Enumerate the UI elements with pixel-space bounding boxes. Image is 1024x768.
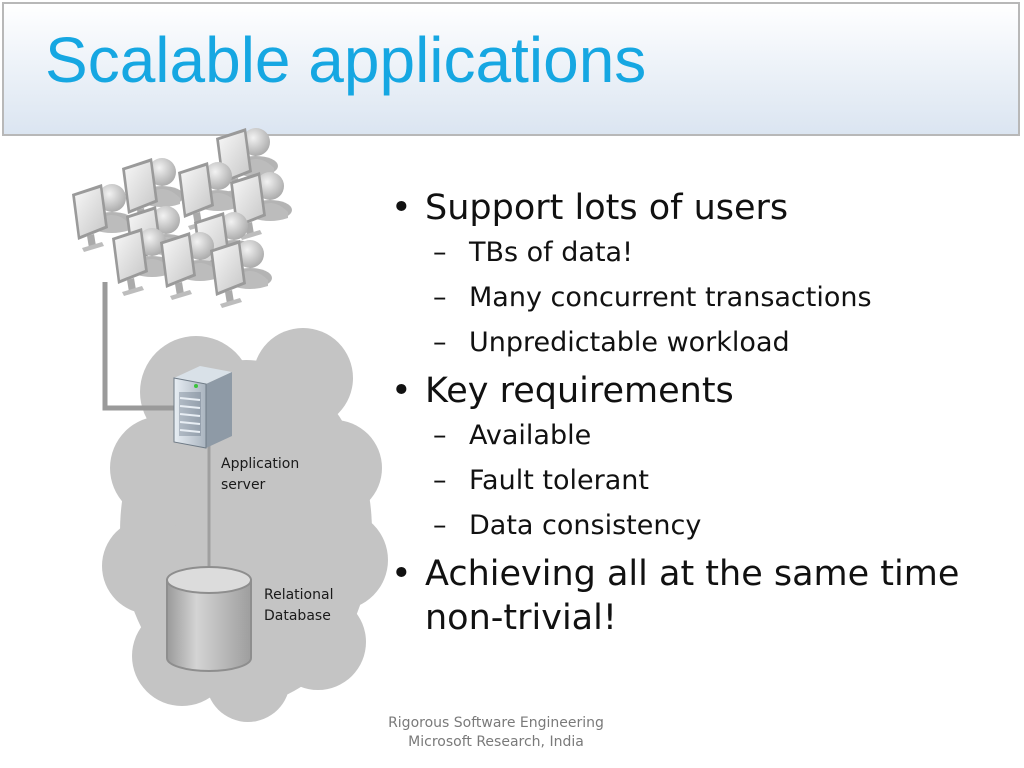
server-icon xyxy=(173,366,232,449)
user-to-server-connector xyxy=(102,282,178,411)
bullet-item: •Support lots of users xyxy=(391,188,789,228)
database-label: Relational Database xyxy=(264,587,338,624)
slide-title: Scalable applications xyxy=(45,24,647,96)
app-server-label: Application server xyxy=(221,456,304,493)
database-icon xyxy=(166,566,252,672)
sub-bullet-item: –Unpredictable workload xyxy=(433,327,790,358)
bullet-item: •Key requirements xyxy=(391,371,734,411)
footer-line: Microsoft Research, India xyxy=(408,734,584,750)
sub-bullet-item: –Data consistency xyxy=(433,510,702,541)
footer-line: Rigorous Software Engineering xyxy=(388,715,604,731)
sub-bullet-item: –TBs of data! xyxy=(433,237,633,268)
users-cluster xyxy=(72,128,292,308)
title-bar xyxy=(2,2,1020,136)
user-workstation-icon xyxy=(210,240,272,308)
bullet-list: •Support lots of users –TBs of data! –Ma… xyxy=(385,182,1005,640)
slide-footer: Rigorous Software Engineering Microsoft … xyxy=(346,714,646,752)
sub-bullet-item: –Many concurrent transactions xyxy=(433,282,872,313)
sub-bullet-item: –Available xyxy=(433,420,592,451)
sub-bullet-item: –Fault tolerant xyxy=(433,465,649,496)
